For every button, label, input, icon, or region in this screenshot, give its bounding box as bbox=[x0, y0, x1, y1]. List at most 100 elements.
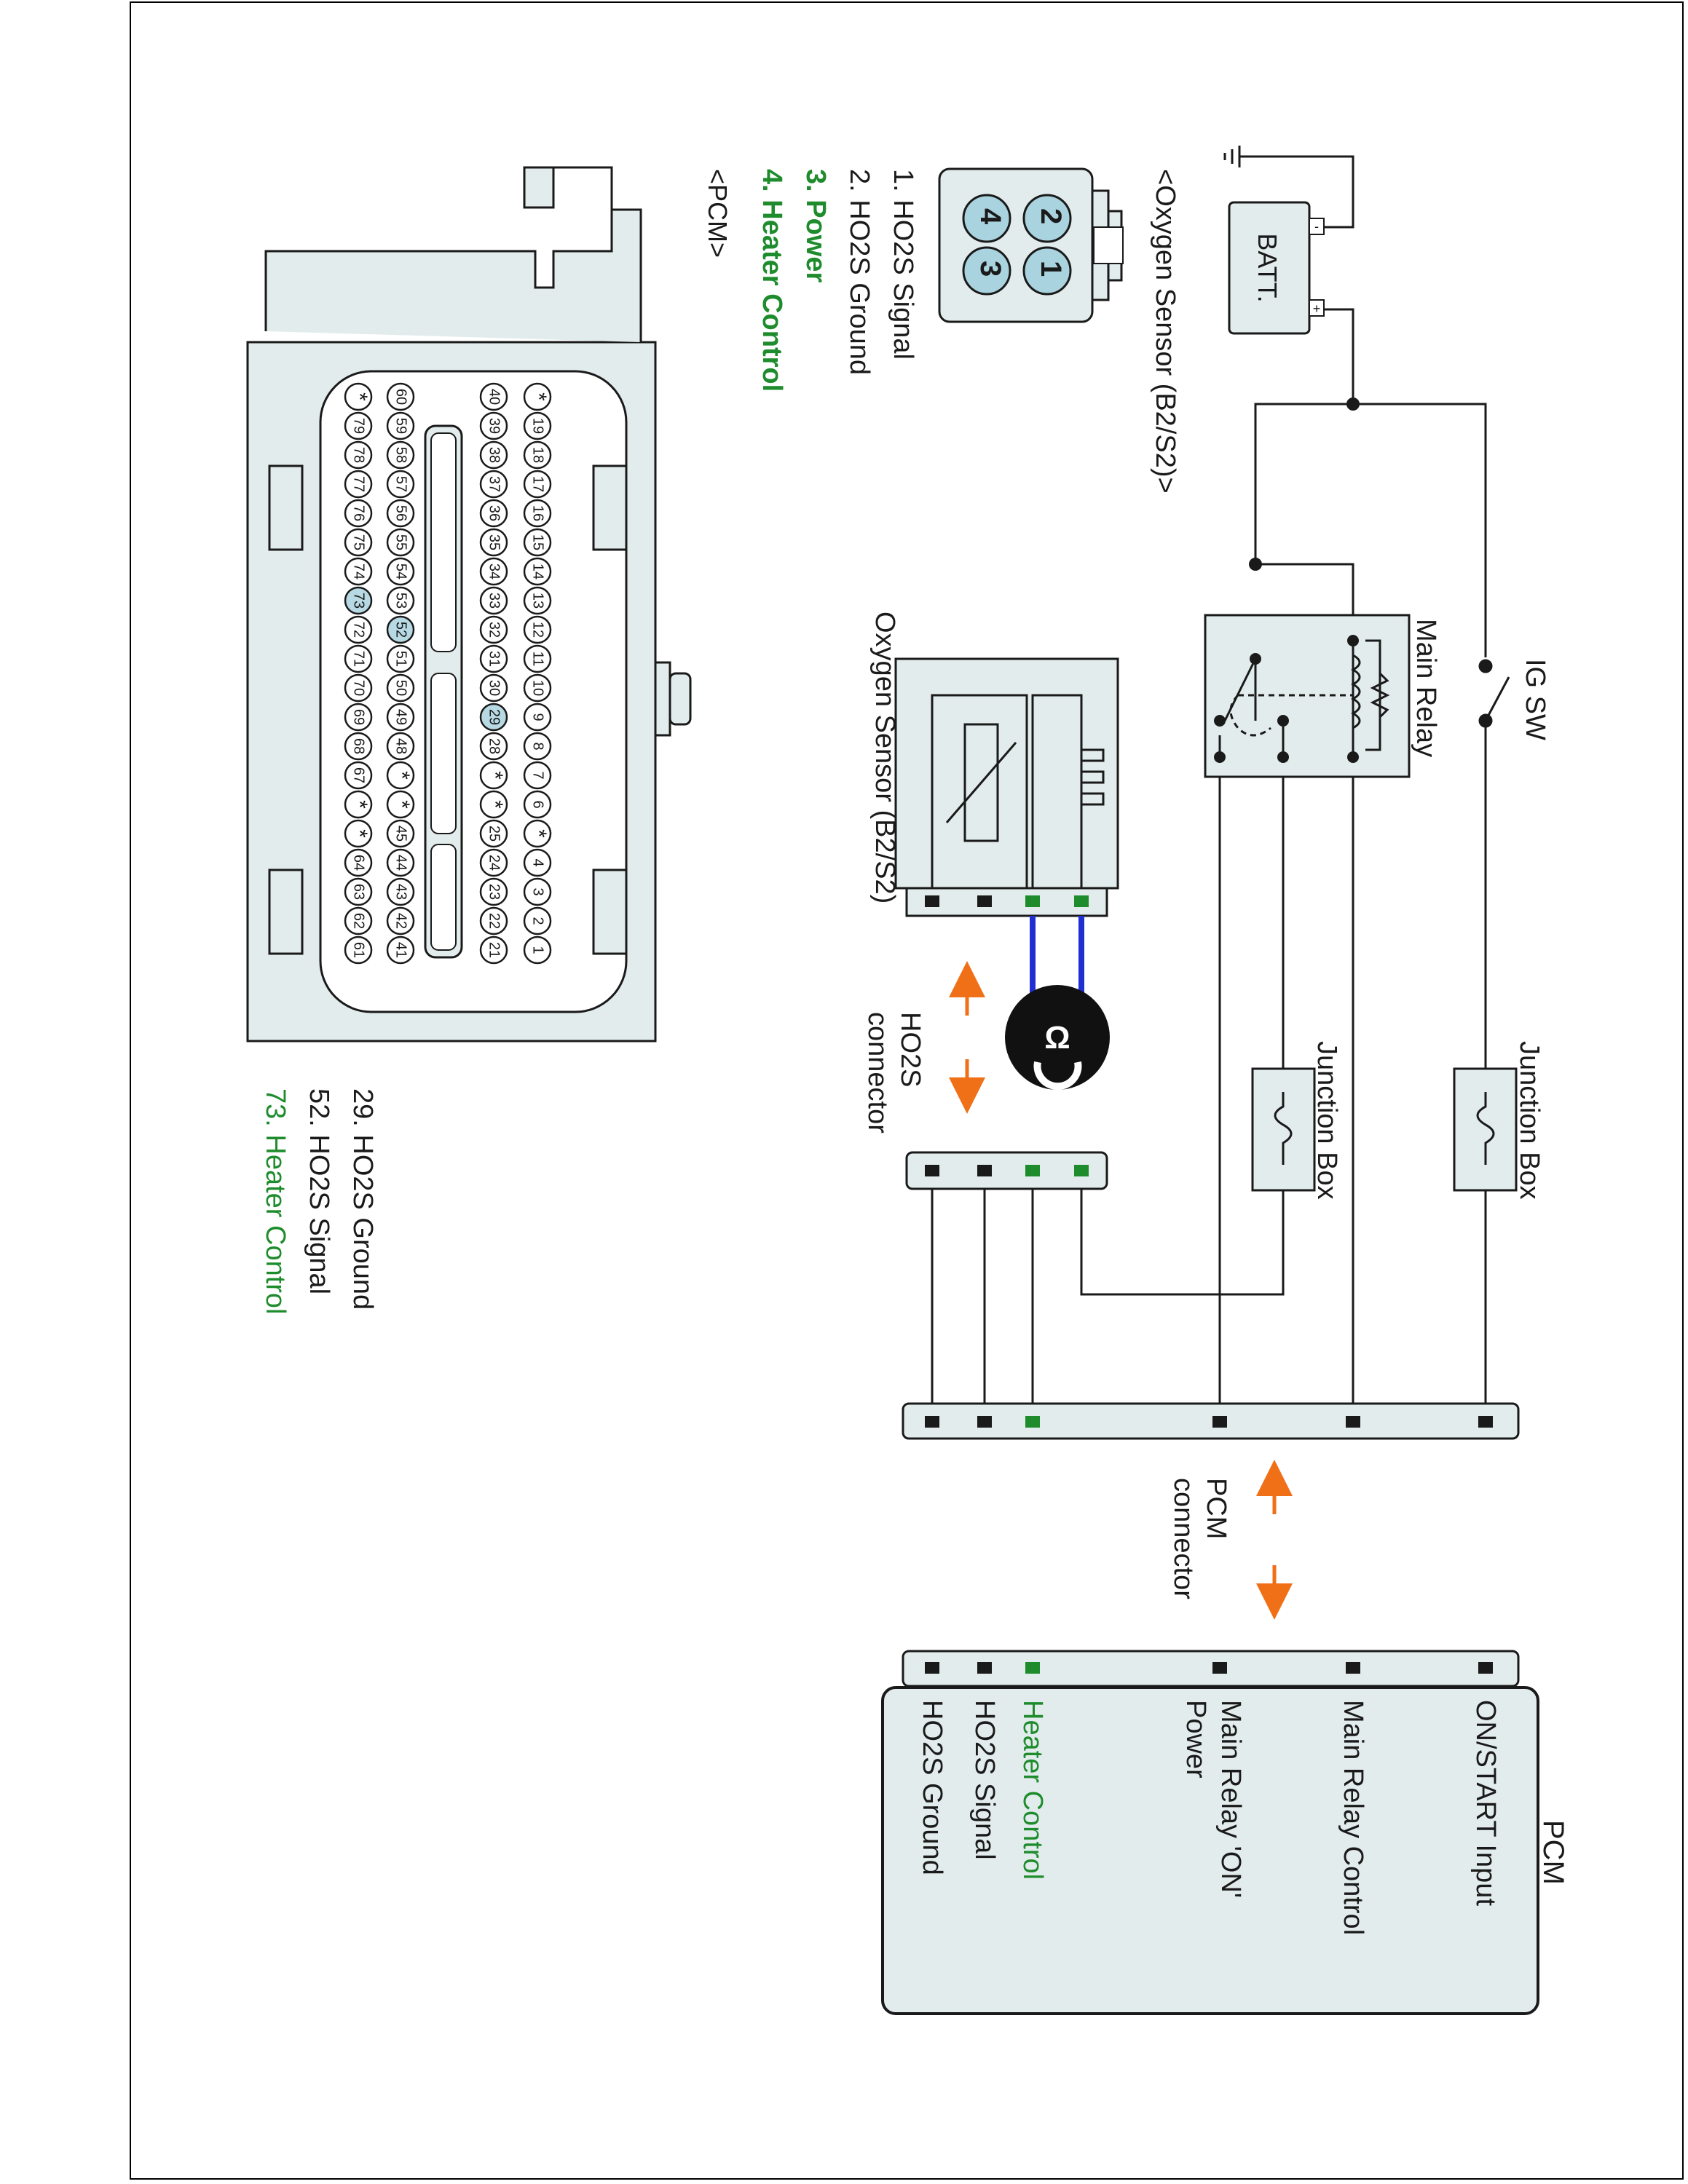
pcm-pin-number: 41 bbox=[393, 942, 409, 958]
battery-label: BATT. bbox=[1253, 233, 1282, 302]
pcm-pin bbox=[344, 877, 373, 906]
pcm-pin bbox=[523, 935, 552, 965]
pcm-pin bbox=[344, 761, 373, 790]
pcm-pin-legend-label: 52. HO2S Signal bbox=[304, 1088, 334, 1294]
ho2s-harness-connector bbox=[905, 1151, 1108, 1190]
pcm-pin-number: 57 bbox=[393, 476, 409, 492]
pcm-harness-connector bbox=[902, 1402, 1520, 1440]
ho2s-connector-label-2: connector bbox=[862, 1012, 893, 1133]
pcm-pin bbox=[523, 528, 552, 557]
pcm-pin-number: 28 bbox=[486, 738, 502, 754]
pcm-pin-number: 12 bbox=[530, 622, 546, 638]
pcm-pin-number: 39 bbox=[486, 418, 502, 434]
switch-icon bbox=[1478, 659, 1510, 728]
pcm-pin bbox=[523, 703, 552, 732]
wires bbox=[931, 155, 1487, 1416]
pcm-pin bbox=[386, 615, 415, 644]
pcm-pin-number: 33 bbox=[486, 593, 502, 609]
pcm-pin-number: 56 bbox=[393, 505, 409, 521]
pcm-pin-number: 1 bbox=[530, 946, 546, 954]
pcm-pin-number: * bbox=[390, 771, 414, 780]
ig-sw-label: IG SW bbox=[1520, 659, 1550, 740]
pcm-terminal-label: Heater Control bbox=[1017, 1700, 1048, 1880]
pcm-pin bbox=[386, 906, 415, 935]
sensor-label: Oxygen Sensor (B2/S2) bbox=[869, 612, 900, 903]
pcm-pin bbox=[386, 761, 415, 790]
pcm-pin bbox=[344, 732, 373, 761]
pcm-pin bbox=[344, 440, 373, 470]
pcm-pin bbox=[386, 935, 415, 965]
pcm-pin-number: 71 bbox=[351, 651, 367, 667]
pcm-pin-number: 49 bbox=[393, 709, 409, 725]
pcm-pin-number: * bbox=[347, 800, 371, 809]
pcm-pin bbox=[479, 411, 508, 440]
pcm-pin-number: 4 bbox=[530, 858, 546, 866]
pcm-pin-number: 32 bbox=[486, 622, 502, 638]
sensor-pin-number: 4 bbox=[974, 208, 1006, 225]
pcm-pin bbox=[523, 906, 552, 935]
pcm-pin bbox=[344, 935, 373, 965]
pcm-connector-label-2: connector bbox=[1168, 1478, 1199, 1599]
page-frame bbox=[130, 1, 1684, 2180]
pcm-pin bbox=[344, 557, 373, 586]
pcm-pin bbox=[344, 499, 373, 528]
pcm-pin-number: 68 bbox=[351, 738, 367, 754]
pcm-pin-number: 54 bbox=[393, 563, 409, 579]
pcm-pin-number: 23 bbox=[486, 884, 502, 900]
pcm-terminal-label: Main Relay Control bbox=[1338, 1700, 1368, 1935]
pcm-pin bbox=[479, 732, 508, 761]
pcm-pin-number: 3 bbox=[530, 887, 546, 895]
junction-box-label-1: Junction Box bbox=[1514, 1041, 1545, 1200]
pcm-pin bbox=[479, 499, 508, 528]
pcm-pin-number: 37 bbox=[486, 476, 502, 492]
pcm-pin-legend-label: 73. Heater Control bbox=[260, 1088, 291, 1315]
pcm-pin bbox=[386, 382, 415, 411]
pcm-pin-number: 69 bbox=[351, 709, 367, 725]
sensor-pin-number: 1 bbox=[1035, 261, 1067, 277]
pcm-pin bbox=[479, 615, 508, 644]
pcm-pin-number: 11 bbox=[530, 652, 546, 667]
pcm-pin bbox=[386, 790, 415, 819]
pcm-pin bbox=[523, 877, 552, 906]
pcm-pin bbox=[479, 703, 508, 732]
pcm-pin-number: 16 bbox=[530, 505, 546, 521]
pcm-pin bbox=[344, 528, 373, 557]
sensor-pin-label: 1. HO2S Signal bbox=[888, 169, 918, 360]
sensor-pin-circle bbox=[962, 194, 1011, 243]
sensor-pin-number: 3 bbox=[974, 261, 1006, 277]
pcm-pin-number: 30 bbox=[486, 680, 502, 696]
pcm-pin-number: 67 bbox=[351, 767, 367, 783]
pcm-pin-number: * bbox=[347, 829, 371, 838]
pcm-pin bbox=[479, 906, 508, 935]
pcm-pin bbox=[479, 848, 508, 877]
pcm-pin bbox=[386, 644, 415, 673]
sensor-title: <Oxygen Sensor (B2/S2)> bbox=[1150, 169, 1180, 494]
pcm-pin bbox=[344, 819, 373, 848]
pcm-pin bbox=[386, 877, 415, 906]
pcm-pin bbox=[479, 673, 508, 703]
ground-icon bbox=[1223, 146, 1241, 167]
pcm-pin-number: 9 bbox=[530, 713, 546, 721]
pcm-pin bbox=[523, 615, 552, 644]
pcm-pin-number: 7 bbox=[530, 771, 546, 779]
pcm-pin-number: 25 bbox=[486, 826, 502, 842]
pcm-pin bbox=[523, 732, 552, 761]
pcm-pin-number: 36 bbox=[486, 505, 502, 521]
pcm-pin bbox=[344, 411, 373, 440]
battery: - + BATT. bbox=[1228, 201, 1325, 335]
pcm-pin bbox=[523, 761, 552, 790]
junction-box-label-2: Junction Box bbox=[1312, 1041, 1342, 1200]
pcm-pin-number: 64 bbox=[351, 855, 367, 871]
pcm-title: PCM bbox=[1537, 1820, 1569, 1885]
pcm-pin-number: 55 bbox=[393, 534, 409, 550]
pcm-pin-number: 17 bbox=[530, 476, 546, 492]
pcm-pin-number: 22 bbox=[486, 913, 502, 929]
pcm-pin bbox=[344, 673, 373, 703]
pcm-connector-body bbox=[246, 166, 692, 1042]
pcm-pin-number: 31 bbox=[486, 651, 502, 667]
pcm-pin-number: 34 bbox=[486, 563, 502, 579]
pcm-pin-number: 14 bbox=[530, 563, 546, 579]
